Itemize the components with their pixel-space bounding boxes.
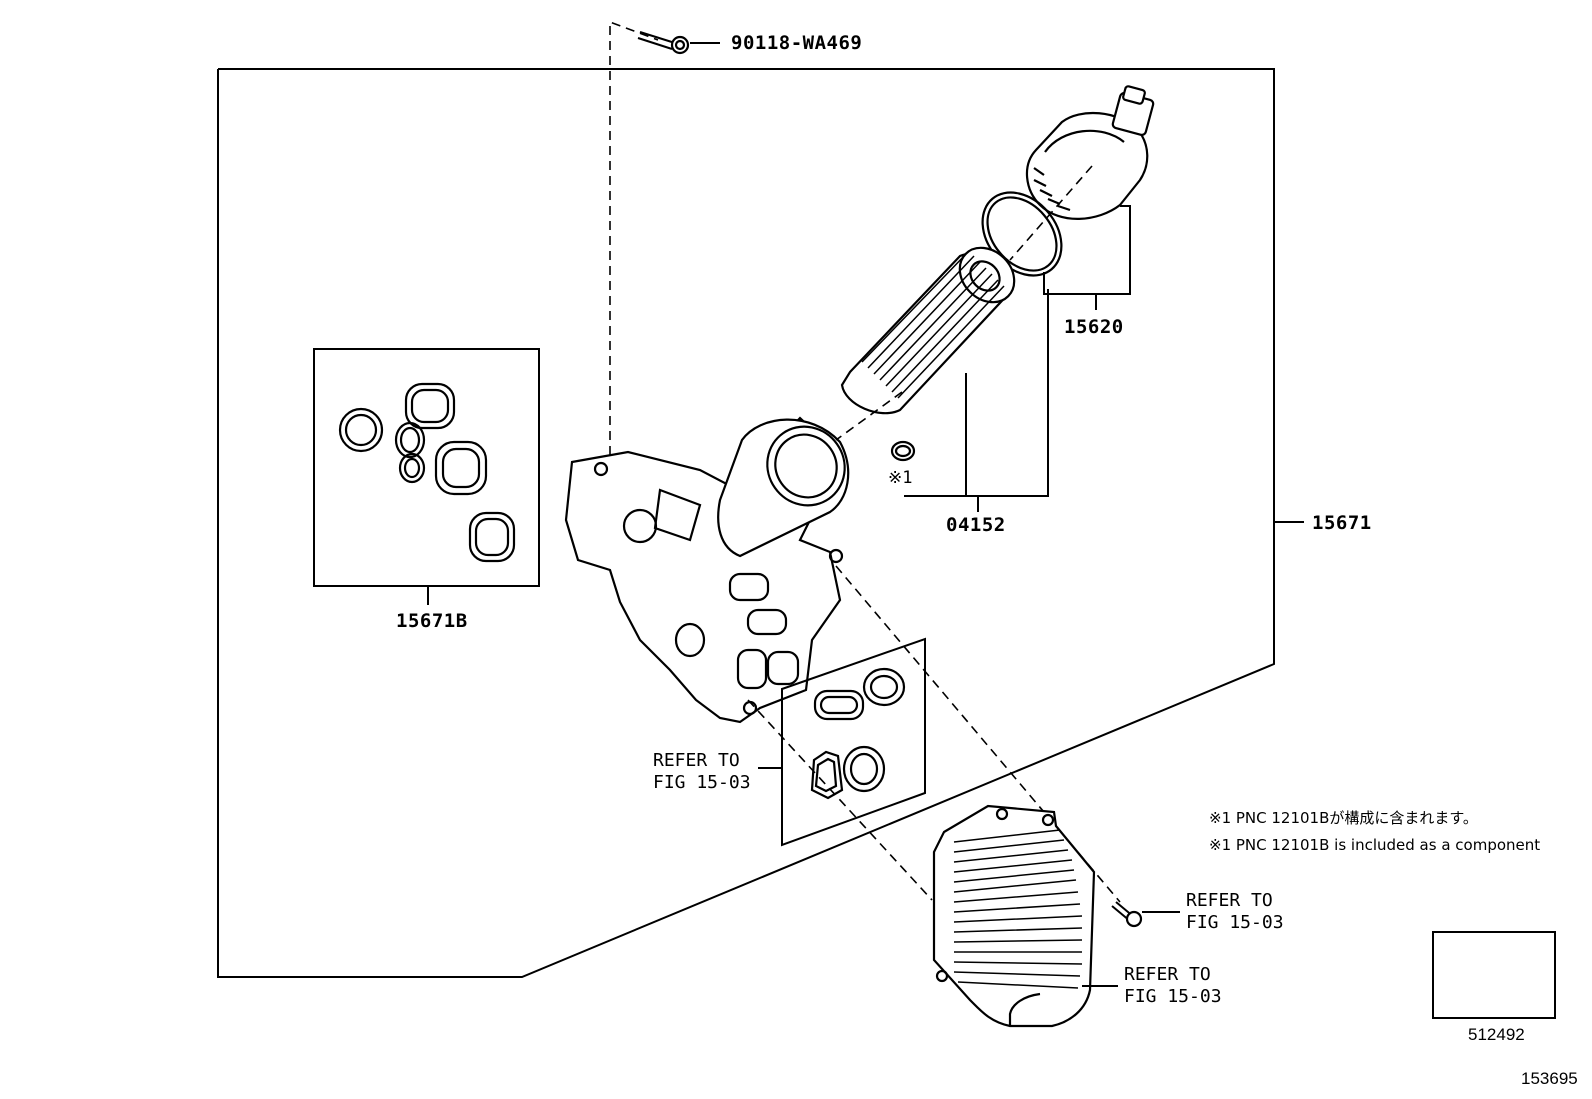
- bracket-15620: [1043, 205, 1131, 295]
- label-15671B: 15671B: [396, 610, 468, 632]
- gasket-panel-icons: [810, 667, 906, 800]
- gasket-panel: [781, 637, 926, 847]
- ref-bolt-line1: REFER TO: [1186, 890, 1273, 911]
- ref-bolt-line2: FIG 15-03: [1186, 911, 1284, 933]
- axis-dash-cap: [1009, 165, 1093, 261]
- filter-housing: [564, 416, 850, 724]
- label-90118: 90118-WA469: [731, 32, 863, 54]
- ref-cooler: REFER TO FIG 15-03: [1124, 964, 1222, 1007]
- ref-center: REFER TO FIG 15-03: [653, 750, 751, 793]
- bolt-side: [1111, 901, 1143, 928]
- ref-cooler-line1: REFER TO: [1124, 964, 1211, 985]
- label-04152: 04152: [946, 514, 1006, 536]
- label-15620: 15620: [1064, 316, 1124, 338]
- bolt-top-90118: [637, 31, 690, 55]
- ref-center-line1: REFER TO: [653, 750, 740, 771]
- legend-box: [1432, 931, 1556, 1019]
- cooler-dash-2: [747, 699, 933, 901]
- marker-note-1: ※1: [888, 468, 913, 488]
- axis-dash-filter: [835, 391, 903, 441]
- oil-cooler: [932, 804, 1096, 1028]
- bracket-04152: [904, 289, 1049, 497]
- assembly-boundary: [217, 68, 1275, 978]
- figure-id: 153695: [1521, 1069, 1578, 1088]
- label-15671: 15671: [1312, 512, 1372, 534]
- gasket-set-box: [313, 348, 540, 587]
- ref-bolt-right: REFER TO FIG 15-03: [1186, 890, 1284, 933]
- legend-id: 512492: [1468, 1025, 1525, 1044]
- note-japanese: ※1 PNC 12101Bが構成に含まれます。: [1209, 809, 1478, 827]
- bolt-guide-dashed: [609, 20, 659, 470]
- gasket-icons: [338, 382, 516, 563]
- ref-cooler-line2: FIG 15-03: [1124, 985, 1222, 1007]
- note-english: ※1 PNC 12101B is included as a component: [1209, 836, 1541, 854]
- small-o-ring: [890, 440, 916, 462]
- ref-center-line2: FIG 15-03: [653, 771, 751, 793]
- filter-element: [840, 246, 1016, 415]
- filter-cap: [1025, 85, 1155, 220]
